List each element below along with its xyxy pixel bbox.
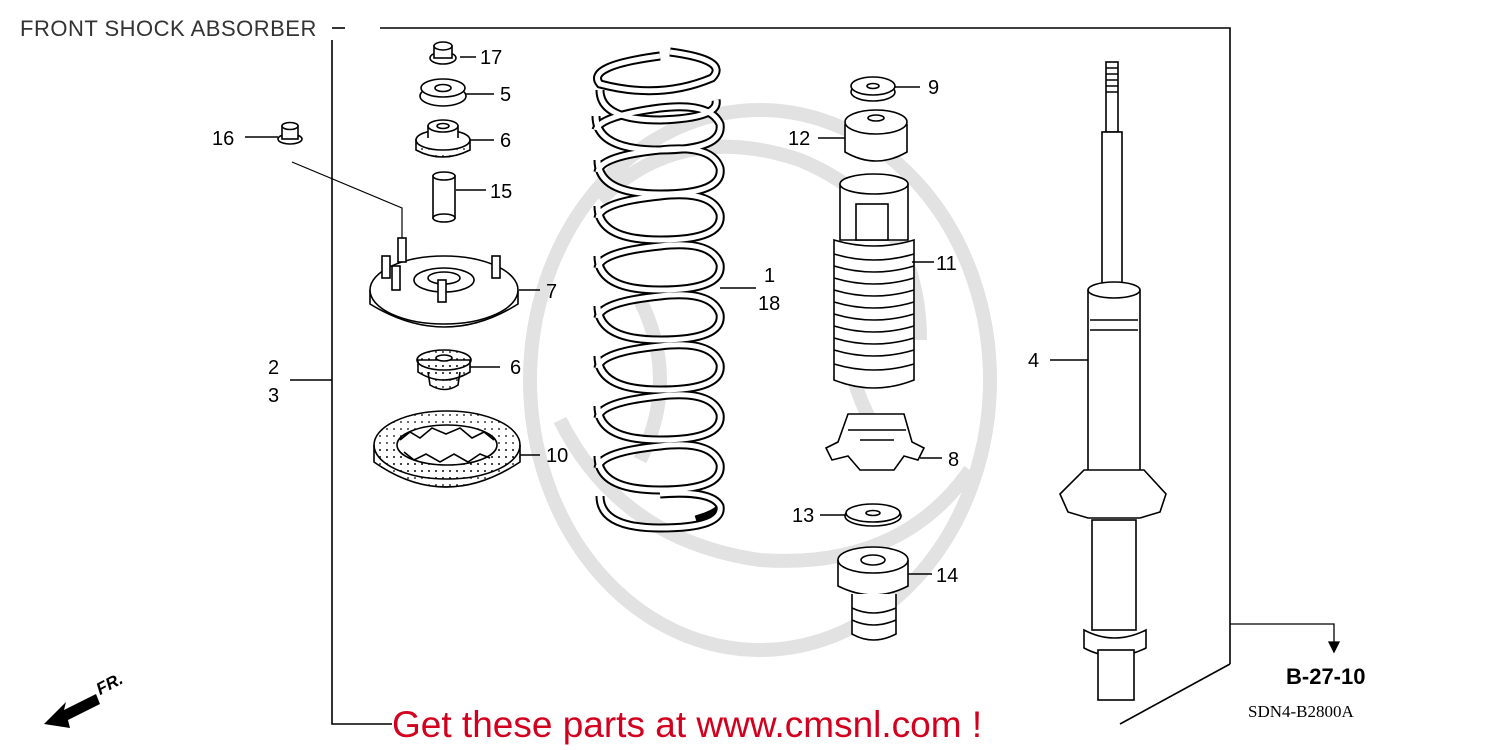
callout-10: 10 (546, 445, 568, 467)
callout-13: 13 (792, 505, 814, 527)
callout-6-upper: 6 (500, 130, 511, 152)
part-6-lower-rubber (416, 349, 472, 391)
assembly-frame (290, 27, 1231, 725)
callout-5: 5 (500, 84, 511, 106)
part-12-bump-rubber (844, 109, 908, 162)
callout-11: 11 (936, 253, 957, 275)
part-16-flange-nut (277, 121, 303, 145)
callout-17: 17 (480, 47, 502, 69)
part-6-upper-rubber (415, 119, 471, 158)
part-14-stopper (837, 546, 909, 641)
callout-14: 14 (936, 565, 958, 587)
part-8-spring-clip (824, 413, 926, 471)
part-13-washer (844, 503, 902, 527)
watermark-logo (523, 103, 997, 657)
part-17-flange-nut (429, 41, 457, 65)
promo-link[interactable]: Get these parts at www.cmsnl.com ! (392, 704, 983, 745)
callout-15: 15 (490, 181, 512, 203)
front-direction-arrow (44, 694, 100, 728)
part-7-mounting-base (369, 237, 519, 328)
callout-12: 12 (788, 128, 810, 150)
callout-2: 2 (268, 357, 279, 379)
diagram-title: FRONT SHOCK ABSORBER (20, 16, 317, 41)
callout-4: 4 (1028, 350, 1039, 372)
callout-6-lower: 6 (510, 357, 521, 379)
part-5-washer (419, 78, 467, 107)
callout-1: 1 (764, 265, 775, 287)
part-15-collar (432, 171, 456, 223)
callouts: 17 5 6 15 16 7 6 10 2 3 1 18 9 12 11 8 1… (212, 47, 1039, 587)
part-11-dust-boot (833, 173, 915, 389)
callout-16: 16 (212, 128, 234, 150)
reference-arrow (1230, 623, 1341, 654)
callout-8: 8 (948, 449, 959, 471)
callout-7: 7 (546, 281, 557, 303)
callout-9: 9 (928, 77, 939, 99)
reference-code: B-27-10 (1286, 664, 1366, 689)
diagram-code: SDN4-B2800A (1248, 702, 1354, 721)
callout-3: 3 (268, 385, 279, 407)
callout-18: 18 (758, 293, 780, 315)
part-9-washer (850, 76, 896, 102)
part-10-spring-seat (373, 410, 521, 488)
part-4-shock-absorber (1059, 61, 1167, 701)
